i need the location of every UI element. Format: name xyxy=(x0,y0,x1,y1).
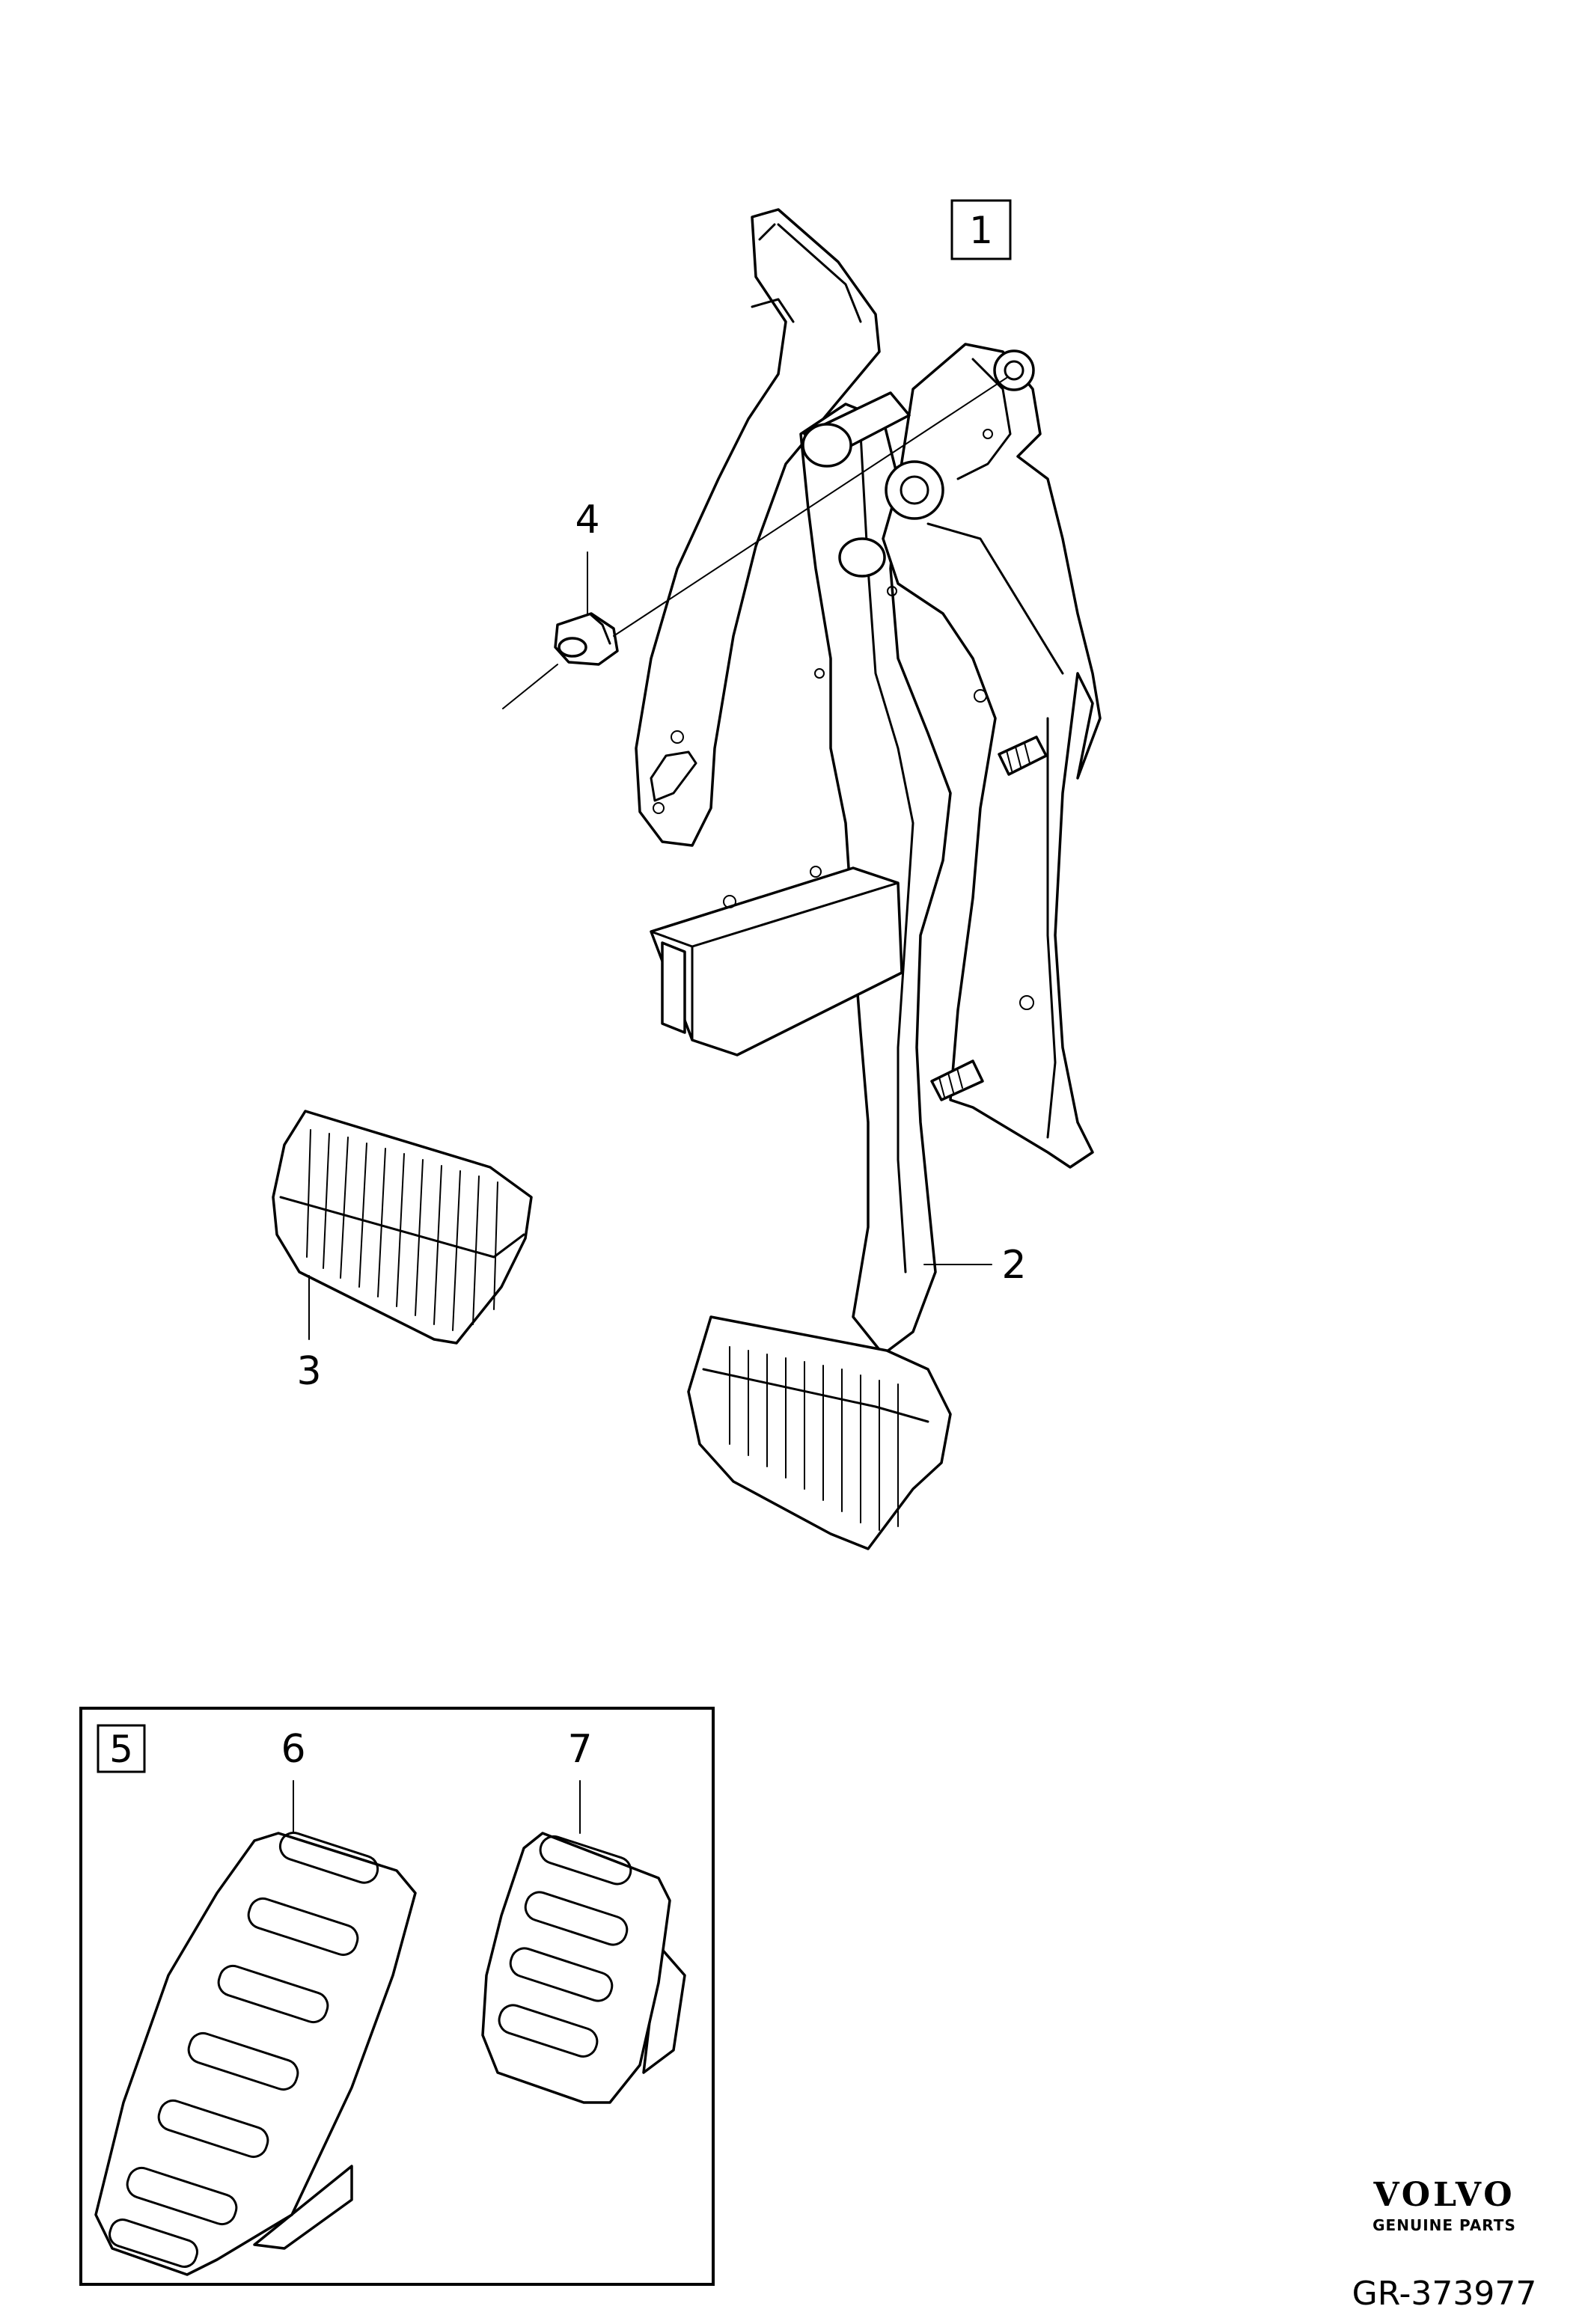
callout-1: 1 xyxy=(950,199,1012,260)
bracket-left-arm xyxy=(635,208,881,847)
stud-lower xyxy=(930,1059,984,1101)
pedal-pad-7: 7 xyxy=(481,1727,686,2104)
volvo-logo: VOLVO GENUINE PARTS xyxy=(1332,2176,1557,2235)
nut-center-line xyxy=(502,664,558,709)
main-pedal-pad xyxy=(687,1315,952,1550)
svg-text:4: 4 xyxy=(575,498,599,542)
svg-text:2: 2 xyxy=(1001,1243,1026,1288)
svg-text:6: 6 xyxy=(281,1727,305,1772)
stud-upper xyxy=(998,736,1048,776)
brand-name: VOLVO xyxy=(1373,2176,1515,2214)
callout-3: 3 xyxy=(296,1275,322,1394)
pedal-pad-3 xyxy=(272,1110,533,1345)
pivot-bore xyxy=(885,460,944,520)
inset-box-5: 5 6 7 xyxy=(79,1707,715,2286)
nut xyxy=(554,612,619,666)
brand-subtitle: GENUINE PARTS xyxy=(1372,2216,1516,2234)
callout-2: 2 xyxy=(923,1243,1027,1288)
pedal-pad-6: 6 xyxy=(94,1727,417,2276)
square-tube xyxy=(650,866,903,1056)
svg-text:5: 5 xyxy=(109,1728,133,1771)
callout-4: 4 xyxy=(575,498,600,616)
svg-text:7: 7 xyxy=(567,1727,592,1772)
svg-text:1: 1 xyxy=(969,209,993,252)
pedal-assembly xyxy=(635,208,1102,1550)
diagram-reference: GR-373977 xyxy=(1352,2275,1537,2313)
key-slot xyxy=(650,750,697,802)
bracket-right-plate xyxy=(882,343,1102,1169)
svg-text:3: 3 xyxy=(296,1349,321,1394)
